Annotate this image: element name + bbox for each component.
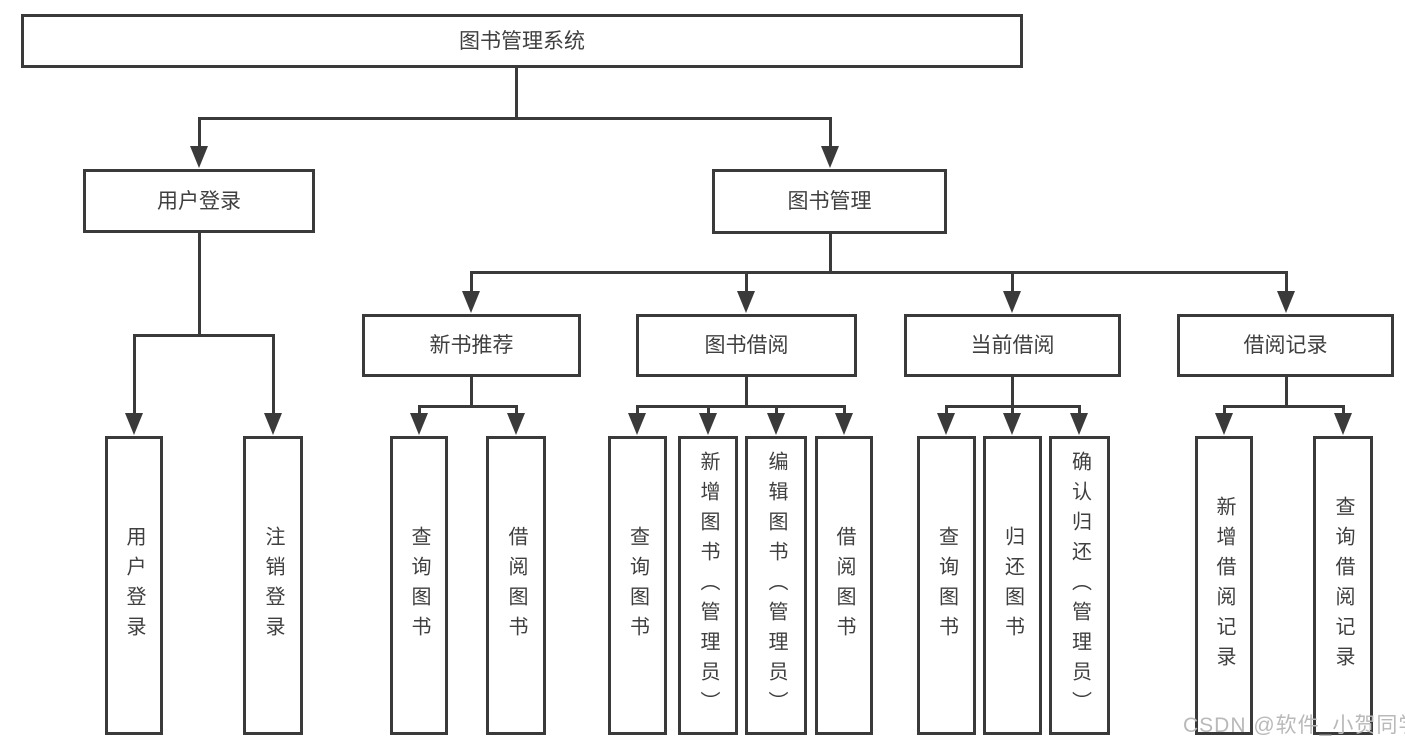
connector-line [1223, 405, 1226, 414]
node-book-borrowing-label: 图书借阅 [704, 334, 789, 357]
connector-line [515, 405, 518, 414]
connector-line [198, 117, 831, 120]
leaf-confirm-return-admin: 确认归还（管理员） [1049, 436, 1110, 735]
leaf-borrow-books-borrowing: 借阅图书 [815, 436, 873, 735]
leaf-query-borrow-record-label: 查询借阅记录 [1332, 495, 1354, 676]
arrow-down-icon [937, 413, 955, 435]
node-current-borrowing-label: 当前借阅 [970, 334, 1055, 357]
leaf-query-borrow-record: 查询借阅记录 [1313, 436, 1373, 735]
arrow-down-icon [264, 413, 282, 435]
leaf-logout-label: 注销登录 [262, 525, 284, 646]
arrow-down-icon [1003, 413, 1021, 435]
arrow-down-icon [1070, 413, 1088, 435]
arrow-down-icon [1277, 291, 1295, 313]
arrow-down-icon [737, 291, 755, 313]
leaf-borrow-books-recommend: 借阅图书 [486, 436, 546, 735]
leaf-return-book-label: 归还图书 [1001, 525, 1024, 646]
leaf-add-borrow-record-label: 新增借阅记录 [1213, 495, 1235, 676]
connector-line [1078, 405, 1081, 414]
connector-line [470, 271, 473, 291]
connector-line [1011, 377, 1014, 407]
node-book-management: 图书管理 [712, 169, 947, 234]
connector-line [745, 271, 748, 291]
connector-line [418, 405, 421, 414]
leaf-add-book-admin: 新增图书（管理员） [678, 436, 738, 735]
arrow-down-icon [125, 413, 143, 435]
node-library-system-label: 图书管理系统 [459, 29, 585, 53]
arrow-down-icon [1003, 291, 1021, 313]
arrow-down-icon [1334, 413, 1352, 435]
arrow-down-icon [628, 413, 646, 435]
connector-line [272, 334, 275, 413]
leaf-add-book-admin-label: 新增图书（管理员） [697, 450, 719, 721]
leaf-query-books-current: 查询图书 [917, 436, 976, 735]
watermark: CSDN @软件_小贺同学 [1183, 714, 1405, 737]
connector-line [945, 405, 948, 414]
arrow-down-icon [699, 413, 717, 435]
connector-line [636, 405, 639, 414]
connector-line [133, 334, 136, 413]
leaf-edit-book-admin: 编辑图书（管理员） [745, 436, 807, 735]
connector-line [1011, 271, 1014, 291]
leaf-confirm-return-admin-label: 确认归还（管理员） [1068, 450, 1091, 721]
arrow-down-icon [767, 413, 785, 435]
node-borrowing-records-label: 借阅记录 [1243, 334, 1328, 357]
arrow-down-icon [821, 146, 839, 168]
node-library-system: 图书管理系统 [21, 14, 1023, 68]
connector-line [470, 271, 1288, 274]
leaf-add-borrow-record: 新增借阅记录 [1195, 436, 1253, 735]
connector-line [1285, 377, 1288, 407]
arrow-down-icon [462, 291, 480, 313]
connector-line [775, 405, 778, 414]
connector-line [418, 405, 518, 408]
leaf-edit-book-admin-label: 编辑图书（管理员） [765, 450, 787, 721]
leaf-query-books-borrowing-label: 查询图书 [626, 525, 649, 646]
node-new-book-recommend-label: 新书推荐 [429, 334, 514, 357]
node-current-borrowing: 当前借阅 [904, 314, 1121, 377]
leaf-query-books-current-label: 查询图书 [935, 525, 958, 646]
node-book-borrowing: 图书借阅 [636, 314, 857, 377]
node-borrowing-records: 借阅记录 [1177, 314, 1394, 377]
leaf-borrow-books-recommend-label: 借阅图书 [505, 525, 527, 646]
connector-line [133, 334, 275, 337]
arrow-down-icon [190, 146, 208, 168]
connector-line [829, 117, 832, 146]
arrow-down-icon [507, 413, 525, 435]
connector-line [515, 68, 518, 118]
arrow-down-icon [410, 413, 428, 435]
arrow-down-icon [835, 413, 853, 435]
connector-line [198, 233, 201, 336]
connector-line [707, 405, 710, 414]
connector-line [1223, 405, 1345, 408]
node-user-login-label: 用户登录 [157, 189, 241, 213]
node-new-book-recommend: 新书推荐 [362, 314, 581, 377]
leaf-user-login: 用户登录 [105, 436, 163, 735]
connector-line [636, 405, 846, 408]
leaf-query-books-recommend-label: 查询图书 [408, 525, 430, 646]
connector-line [198, 117, 201, 146]
leaf-borrow-books-borrowing-label: 借阅图书 [833, 525, 855, 646]
node-user-login: 用户登录 [83, 169, 315, 233]
leaf-return-book: 归还图书 [983, 436, 1042, 735]
connector-line [1011, 405, 1014, 414]
connector-line [1285, 271, 1288, 291]
connector-line [470, 377, 473, 407]
leaf-query-books-recommend: 查询图书 [390, 436, 448, 735]
connector-line [843, 405, 846, 414]
node-book-management-label: 图书管理 [787, 190, 872, 213]
leaf-user-login-label: 用户登录 [123, 525, 145, 646]
leaf-query-books-borrowing: 查询图书 [608, 436, 667, 735]
connector-line [1342, 405, 1345, 414]
arrow-down-icon [1215, 413, 1233, 435]
connector-line [829, 234, 832, 273]
connector-line [745, 377, 748, 407]
leaf-logout: 注销登录 [243, 436, 303, 735]
